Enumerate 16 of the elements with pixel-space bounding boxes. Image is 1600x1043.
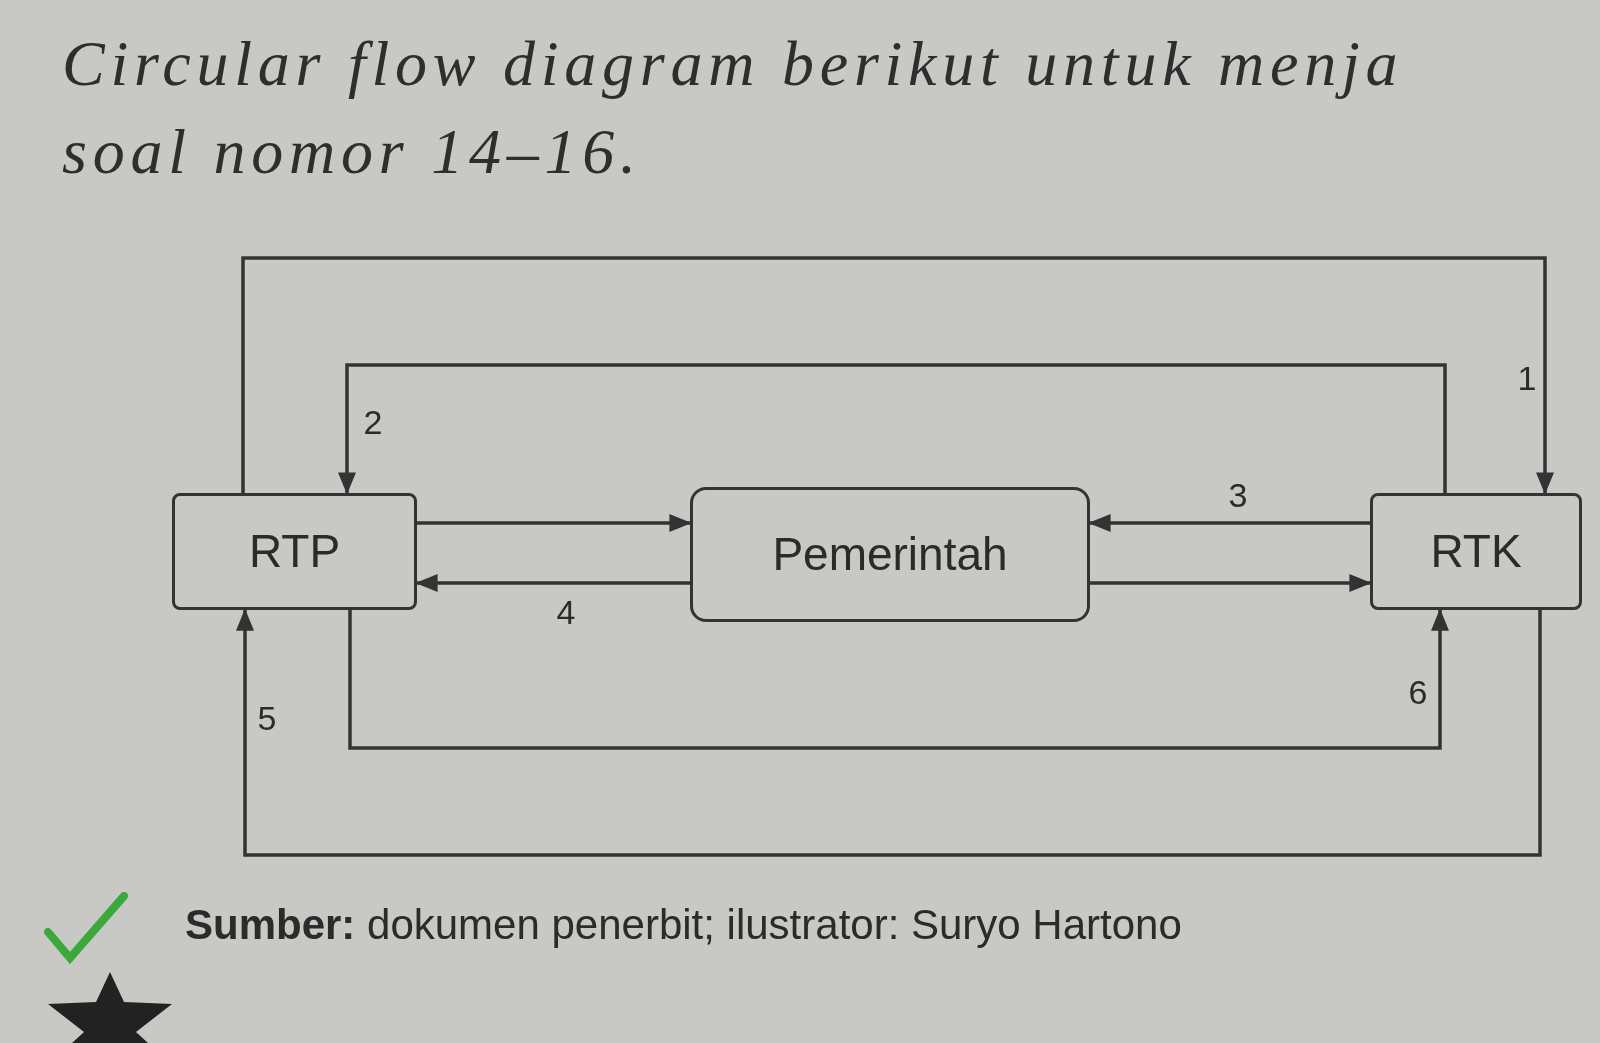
- arrow: [236, 608, 1542, 857]
- arrow: [241, 256, 1554, 495]
- arrow: [338, 363, 1447, 495]
- arrow: [417, 514, 692, 532]
- arrow: [1090, 574, 1372, 592]
- arrow: [1088, 514, 1370, 532]
- process-box: [690, 487, 1090, 622]
- process-box: [1370, 493, 1582, 610]
- process-box: [172, 493, 417, 610]
- caption: Sumber: dokumen penerbit; ilustrator: Suryo Hartono: [185, 900, 1182, 950]
- arrow: [348, 608, 1449, 750]
- box-label: RTP: [248, 524, 341, 579]
- arrow: [415, 574, 690, 592]
- title: Circular flow diagram berikut untuk menja soal nomor 14–16.: [62, 27, 1405, 189]
- box-label: RTK: [1430, 524, 1522, 579]
- box-label: Pemerintah: [772, 527, 1008, 582]
